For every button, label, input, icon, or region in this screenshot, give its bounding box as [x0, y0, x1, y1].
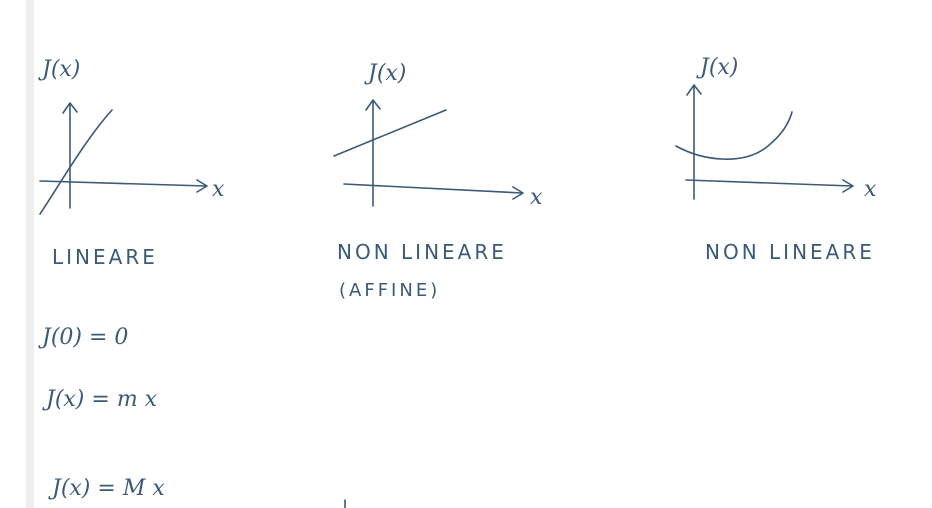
graph-nonlinear-curve [675, 111, 793, 160]
equations: J(0) = 0 J(x) = m x J(x) = M x [38, 325, 165, 501]
left-margin-bar [26, 0, 34, 508]
equation-j-mx: J(x) = m x [42, 387, 158, 412]
graph-nonlinear-y-label: J(x) [696, 55, 738, 80]
equation-j-zero: J(0) = 0 [38, 325, 128, 350]
graph-affine-x-axis [343, 183, 524, 200]
graph-nonlinear-x-axis [685, 179, 854, 193]
graph-nonlinear-x-label: x [864, 177, 877, 202]
graph-linear-x-label: x [212, 177, 225, 202]
graph-affine-caption-line2: (AFFINE) [339, 280, 440, 301]
graph-linear-y-label: J(x) [38, 57, 80, 82]
graph-linear-x-axis [39, 179, 208, 193]
graph-nonlinear-y-axis [686, 84, 702, 200]
graph-affine-y-axis [365, 99, 381, 207]
graph-linear: J(x) x LINEARE [38, 57, 225, 269]
graph-affine-y-label: J(x) [364, 61, 406, 86]
graph-linear-y-axis [62, 102, 78, 209]
equation-j-matrix: J(x) = M x [48, 476, 165, 501]
graph-linear-line [39, 109, 113, 215]
graph-affine-x-label: x [530, 185, 543, 210]
graph-linear-caption: LINEARE [52, 245, 158, 269]
graph-affine-line [333, 109, 447, 157]
graph-nonlinear: J(x) x NON LINEARE [675, 55, 877, 264]
graph-nonlinear-caption: NON LINEARE [705, 240, 875, 264]
graph-affine-caption: NON LINEARE [337, 240, 507, 264]
graph-affine: J(x) x NON LINEARE (AFFINE) [333, 61, 543, 301]
